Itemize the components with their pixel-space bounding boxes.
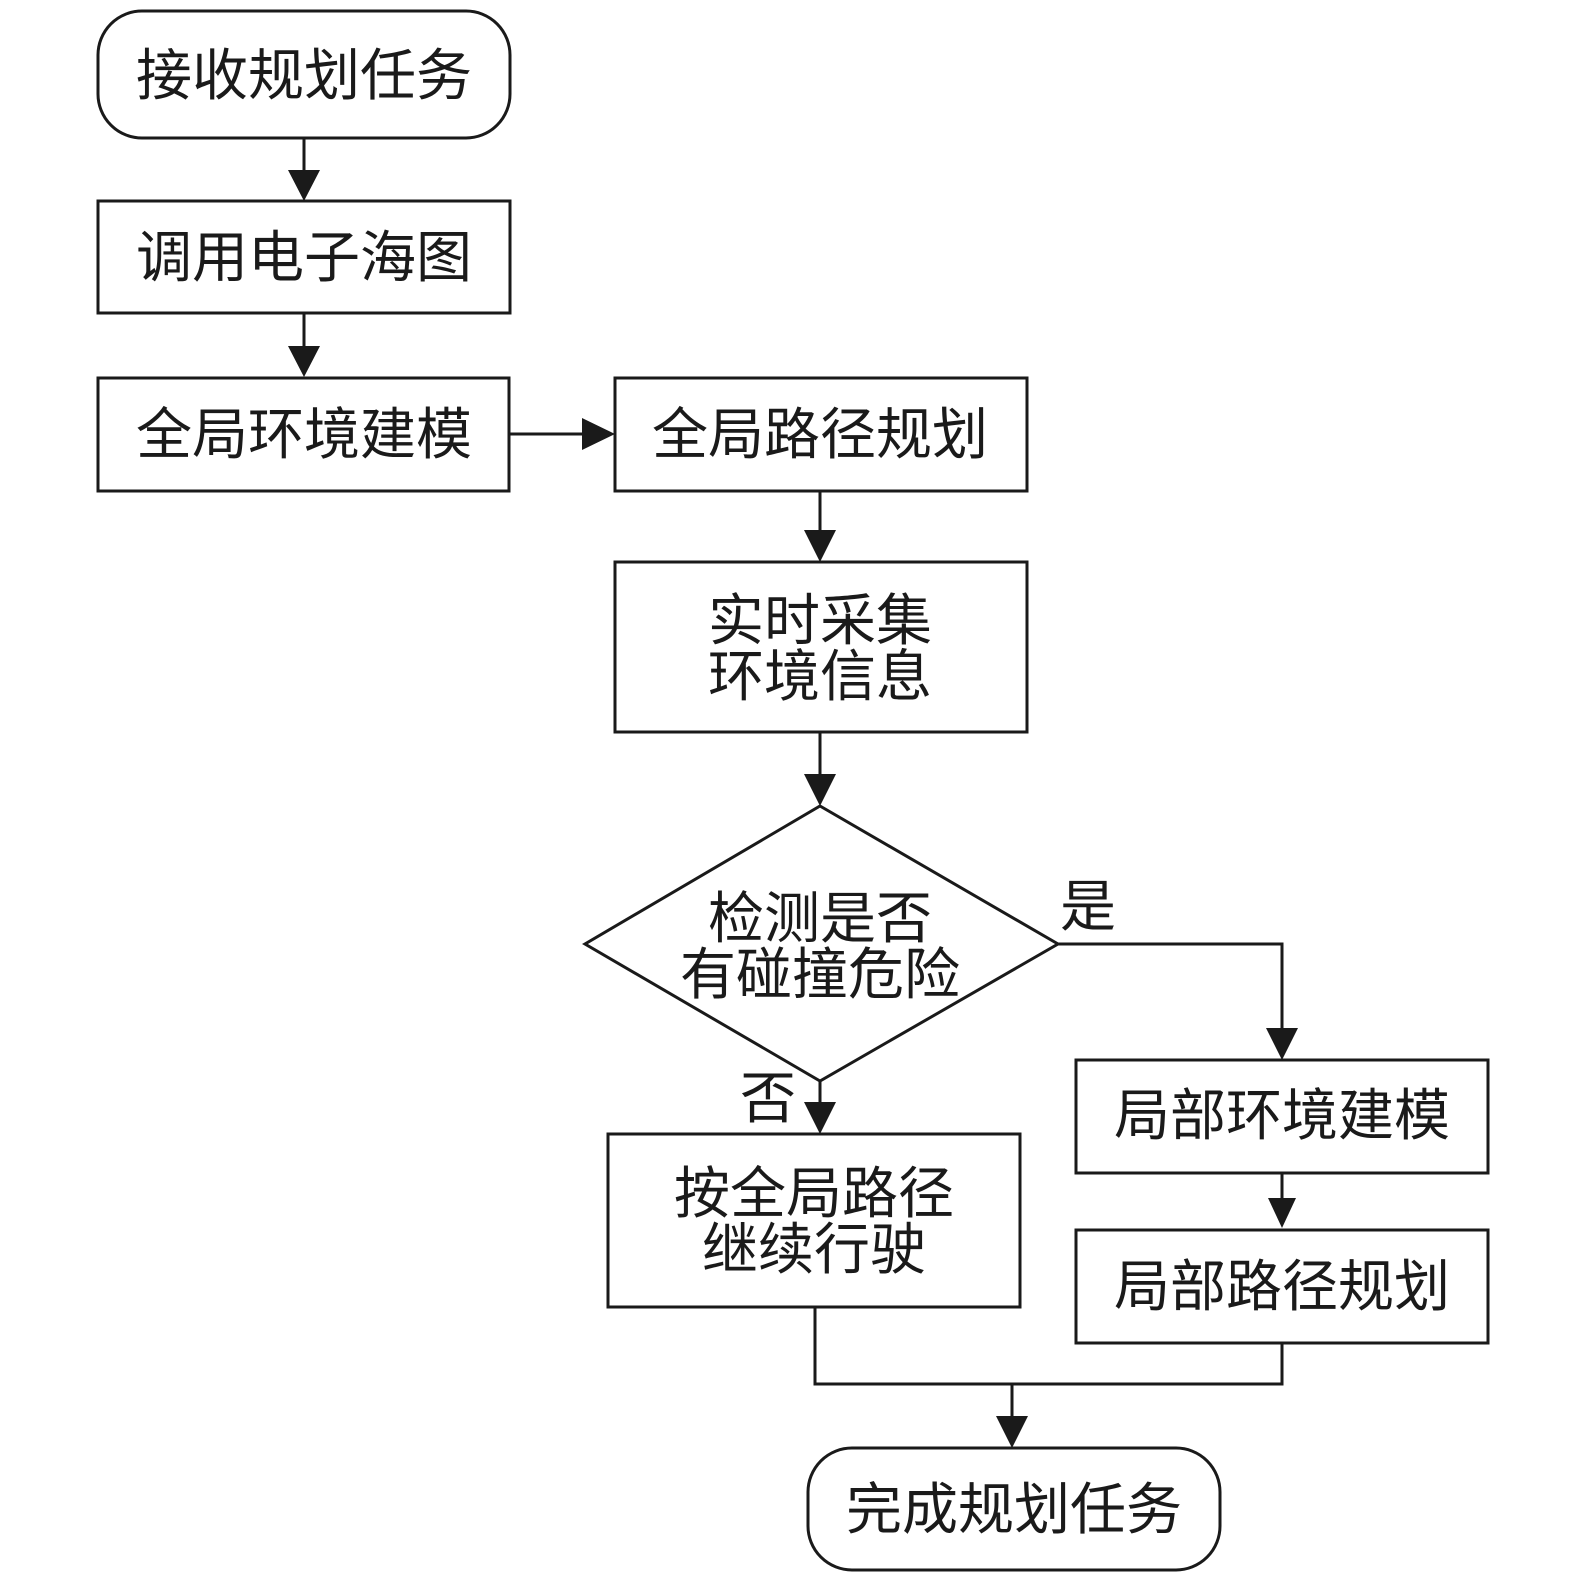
terminal-shape bbox=[806, 1446, 1222, 1572]
node-global-env-model: 全局环境建模 bbox=[96, 376, 511, 493]
edge-merge-to-end bbox=[813, 1307, 1284, 1448]
connectors bbox=[288, 138, 1298, 1448]
edge-call-chart-to-global-env-model bbox=[288, 313, 320, 377]
terminal-shape bbox=[96, 9, 512, 140]
node-collision-check: 检测是否 有碰撞危险 bbox=[582, 804, 1061, 1083]
node-continue-global: 按全局路径 继续行驶 bbox=[606, 1132, 1022, 1309]
node-continue-global-label-line-2: 继续行驶 bbox=[702, 1218, 926, 1283]
edge-collision-check-yes-to-local-env-model bbox=[1058, 942, 1298, 1060]
node-local-env-model-label: 局部环境建模 bbox=[1114, 1084, 1450, 1149]
process-shape bbox=[613, 560, 1029, 734]
edge-realtime-collect-to-collision-check bbox=[804, 732, 836, 806]
node-realtime-collect-label-line-1: 实时采集 bbox=[708, 589, 932, 654]
node-end: 完成规划任务 bbox=[806, 1446, 1222, 1572]
process-shape bbox=[96, 376, 511, 493]
node-call-chart-label: 调用电子海图 bbox=[136, 226, 472, 291]
node-local-path-plan-label: 局部路径规划 bbox=[1114, 1255, 1450, 1320]
node-global-path-plan: 全局路径规划 bbox=[613, 376, 1029, 493]
node-realtime-collect-label-line-2: 环境信息 bbox=[708, 645, 932, 710]
node-continue-global-label-line-1: 按全局路径 bbox=[674, 1162, 954, 1227]
node-end-label: 完成规划任务 bbox=[846, 1478, 1182, 1543]
process-shape bbox=[1074, 1058, 1490, 1175]
node-start-label: 接收规划任务 bbox=[136, 44, 472, 109]
process-shape bbox=[1074, 1228, 1490, 1345]
edge-label-yes: 是 bbox=[1060, 875, 1116, 940]
edge-start-to-call-chart bbox=[288, 138, 320, 201]
edge-local-env-model-to-local-path-plan bbox=[1268, 1173, 1296, 1228]
edge-collision-check-no-to-continue-global bbox=[804, 1081, 836, 1134]
process-shape bbox=[96, 199, 512, 315]
decision-shape bbox=[582, 804, 1061, 1083]
node-global-path-plan-label: 全局路径规划 bbox=[652, 403, 988, 468]
node-start: 接收规划任务 bbox=[96, 9, 512, 140]
node-realtime-collect: 实时采集 环境信息 bbox=[613, 560, 1029, 734]
edge-label-no: 否 bbox=[740, 1067, 796, 1132]
edge-global-path-plan-to-realtime-collect bbox=[804, 491, 836, 562]
edge-global-env-model-to-global-path-plan bbox=[509, 418, 615, 450]
process-shape bbox=[606, 1132, 1022, 1309]
node-local-path-plan: 局部路径规划 bbox=[1074, 1228, 1490, 1345]
process-shape bbox=[613, 376, 1029, 493]
node-local-env-model: 局部环境建模 bbox=[1074, 1058, 1490, 1175]
node-collision-check-label-line-1: 检测是否 bbox=[708, 887, 932, 952]
node-global-env-model-label: 全局环境建模 bbox=[136, 403, 472, 468]
node-collision-check-label-line-2: 有碰撞危险 bbox=[680, 943, 960, 1008]
node-call-chart: 调用电子海图 bbox=[96, 199, 512, 315]
